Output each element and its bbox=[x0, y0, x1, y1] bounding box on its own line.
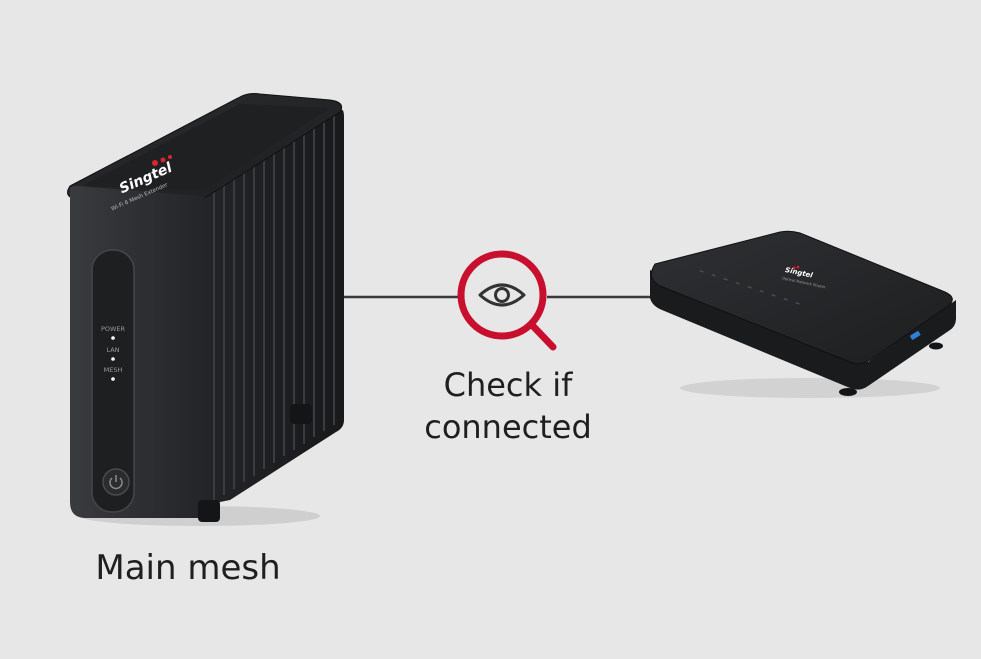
led-mesh-label: MESH bbox=[104, 366, 123, 374]
led-power-indicator bbox=[111, 336, 115, 340]
mesh-extender-device: Singtel Wi-Fi 6 Mesh Extender POWER LAN … bbox=[67, 93, 344, 526]
main-mesh-caption: Main mesh bbox=[95, 548, 281, 588]
optical-network-router-device: Singtel Optical Network Router bbox=[650, 230, 956, 398]
check-caption-line-1: Check if bbox=[443, 366, 573, 404]
router-port-row bbox=[699, 270, 800, 305]
check-caption-line-2: connected bbox=[424, 408, 592, 446]
mesh-side-ribs bbox=[213, 116, 335, 500]
router-usb-port bbox=[910, 331, 921, 340]
led-mesh-indicator bbox=[111, 377, 115, 381]
eye-magnifier-icon bbox=[457, 250, 557, 351]
check-connected-caption: Check if connected bbox=[398, 364, 618, 448]
led-lan-indicator bbox=[111, 357, 115, 361]
power-icon bbox=[109, 477, 123, 490]
led-lan-label: LAN bbox=[106, 346, 119, 354]
led-power-label: POWER bbox=[101, 325, 126, 333]
mesh-front-panel bbox=[91, 249, 135, 513]
